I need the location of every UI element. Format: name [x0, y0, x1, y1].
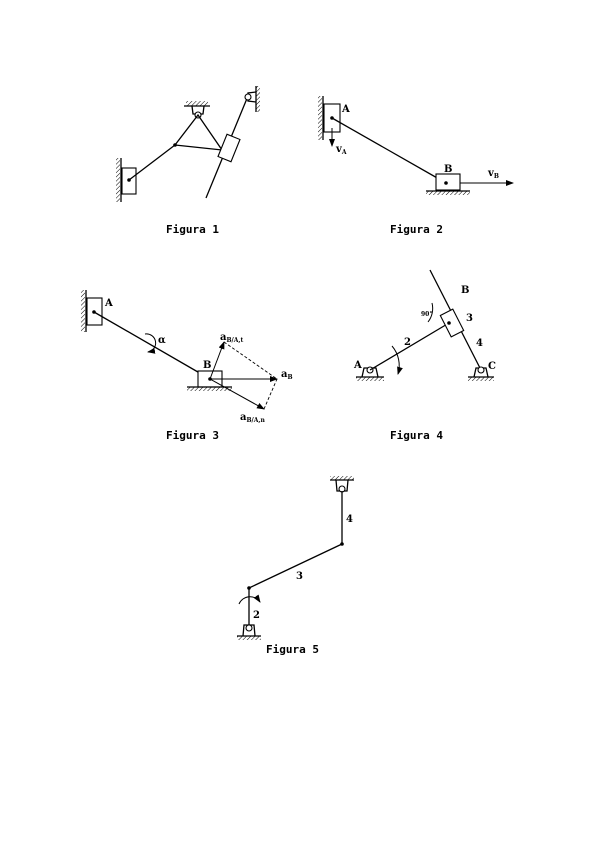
label-4: 4 [346, 514, 353, 525]
label-2: 2 [404, 337, 411, 348]
ground-hatch [356, 377, 384, 381]
velocity-b-label: vB [487, 168, 499, 180]
parallelogram-construction [223, 341, 278, 410]
crank-bar-2 [369, 322, 450, 371]
pivot-pin [245, 624, 253, 632]
velocity-a-label: vA [335, 144, 347, 156]
figure-5: 4 3 2 Figura 5 [237, 476, 354, 656]
link-bar [128, 144, 176, 181]
label-3: 3 [466, 313, 473, 324]
figure-3-caption: Figura 3 [166, 429, 219, 442]
figure-1-caption: Figura 1 [166, 223, 219, 236]
ground-hatch [116, 158, 120, 202]
ground-hatch [237, 636, 261, 640]
label-4: 4 [476, 338, 483, 349]
ground-hatch [256, 86, 260, 112]
label-2: 2 [253, 610, 260, 621]
pivot-pin [477, 366, 485, 374]
ground-hatch [426, 191, 470, 195]
coupler-bar [93, 311, 211, 380]
tangential-accel-label: aB/A,t [220, 332, 243, 344]
ground-hatch [318, 96, 322, 140]
angle-arc [427, 302, 434, 323]
slider-block [217, 133, 241, 163]
ground-hatch [81, 290, 85, 332]
point-b [447, 321, 451, 325]
label-b: B [444, 164, 452, 175]
slider-b [435, 173, 461, 191]
rotation-arrow [391, 345, 403, 375]
figure-5-caption: Figura 5 [266, 643, 319, 656]
label-c: C [488, 361, 496, 372]
point-b [444, 181, 448, 185]
ground-hatch [186, 101, 208, 106]
figure-4-caption: Figura 4 [390, 429, 443, 442]
label-a: A [341, 104, 350, 115]
angle-mark: 90° [421, 311, 432, 318]
angular-accel-arrow [144, 333, 157, 354]
label-b: B [461, 285, 469, 296]
triangle-link [173, 113, 224, 151]
label-3: 3 [296, 571, 303, 582]
figure-2: A vA B vB Figura 2 [318, 96, 514, 236]
pivot-pin [244, 93, 252, 101]
tangential-accel-arrow [209, 341, 225, 380]
normal-accel-arrow [209, 378, 265, 410]
ground-hatch [468, 377, 494, 381]
slider-block-3 [439, 308, 465, 338]
figure-4: A 2 90° B 3 4 C Figura 4 [353, 269, 496, 442]
label-a: A [104, 298, 113, 309]
rotation-arrow [238, 594, 261, 605]
ground-hatch [187, 387, 232, 391]
figure-3: A α B aB/A,t aB aB/A,n Figura 3 [81, 290, 293, 442]
figure-1: Figura 1 [116, 86, 260, 236]
ground-hatch [330, 476, 354, 480]
coupler-bar [331, 117, 447, 184]
coupler-bar-3 [248, 543, 343, 589]
alpha-label: α [158, 335, 166, 346]
normal-accel-label: aB/A,n [240, 412, 265, 424]
label-b: B [203, 360, 211, 371]
pin-joint [173, 143, 177, 147]
label-a: A [353, 360, 362, 371]
figure-2-caption: Figura 2 [390, 223, 443, 236]
total-accel-label: aB [281, 369, 293, 381]
